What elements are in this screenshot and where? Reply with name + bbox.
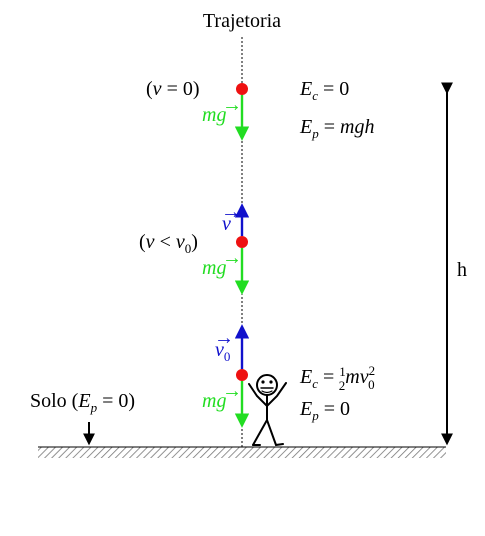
kinetic-energy-top: Ec = 0 <box>299 78 349 103</box>
height-label: h <box>457 259 467 281</box>
diagram-title: Trajetoria <box>203 10 281 32</box>
position-middle: v → (v < v0) mg → <box>139 201 250 295</box>
stick-figure-legs <box>252 417 284 447</box>
gravity-label-middle: mg <box>202 257 226 279</box>
ball-bottom <box>236 369 248 381</box>
potential-energy-top: Ep = mgh <box>299 116 374 141</box>
vector-arrow-mark-bottom: → <box>222 380 242 402</box>
ground <box>38 446 446 458</box>
velocity-label-middle: v <box>222 213 231 235</box>
vector-arrow-mark-middle: → <box>222 247 242 269</box>
ball-top <box>236 83 248 95</box>
velocity-text-middle: (v < v0) <box>139 231 198 256</box>
velocity-text-top: (v = 0) <box>146 78 200 100</box>
vector-arrow-mark-v-bottom: → <box>214 327 234 349</box>
gravity-label-top: mg <box>202 104 226 126</box>
stick-figure-arms <box>248 382 287 408</box>
gravity-label-bottom: mg <box>202 390 226 412</box>
vector-arrow-mark-v-middle: → <box>221 201 241 223</box>
potential-energy-bottom: Ep = 0 <box>299 398 350 423</box>
vector-arrow-mark-top: → <box>222 94 242 116</box>
position-top: (v = 0) mg → Ec = 0 Ep = mgh <box>146 78 374 141</box>
ground-label: Solo (Ep = 0) <box>30 390 135 415</box>
ground-hatch <box>38 447 446 458</box>
ball-middle <box>236 236 248 248</box>
stick-figure <box>248 374 287 447</box>
